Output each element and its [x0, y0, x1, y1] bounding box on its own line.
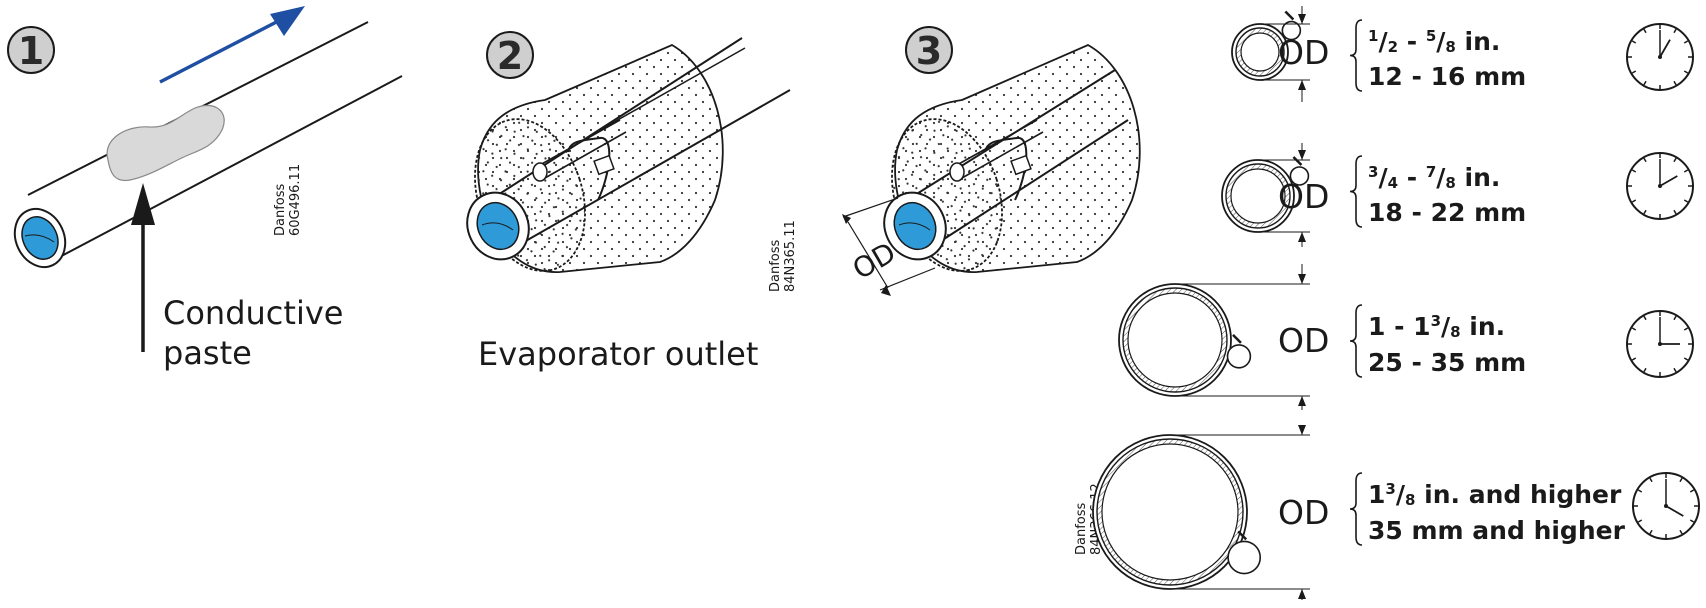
svg-text:Danfoss: Danfoss: [273, 183, 288, 236]
size-mm-label: 35 mm and higher: [1368, 516, 1626, 545]
flow-direction-arrow-icon: [159, 6, 305, 84]
clamp-section-icon: [1118, 283, 1252, 397]
od-dimension-marker: [842, 197, 936, 296]
od-label: OD: [1278, 321, 1329, 360]
step-3-badge: 3: [905, 26, 953, 74]
brace-icon: [1349, 304, 1363, 378]
step-2-badge: 2: [486, 31, 534, 79]
step-2-number: 2: [497, 34, 523, 78]
brace-icon: [1349, 19, 1363, 92]
od-label: OD: [1278, 177, 1329, 216]
clock-icon: [1626, 23, 1694, 91]
size-row-1: OD 1/2 - 5/8 in. 12 - 16 mm: [1231, 6, 1694, 102]
size-row-4: OD 13/8 in. and higher 35 mm and higher: [1092, 425, 1700, 600]
clock-icon: [1626, 310, 1694, 378]
conductive-paste-blob: [106, 104, 225, 182]
step-1-number: 1: [18, 29, 44, 73]
brace-icon: [1349, 472, 1363, 546]
brace-icon: [1349, 155, 1363, 228]
step-1-drawing-code: Danfoss 60G496.11: [273, 164, 303, 236]
od-dimension-line: [1170, 425, 1310, 600]
size-mm-label: 25 - 35 mm: [1368, 348, 1526, 377]
od-dimension-line: [1260, 6, 1310, 102]
paste-pointer-arrow-icon: [131, 183, 155, 352]
step-1-caption-line2: paste: [163, 334, 252, 372]
od-label: OD: [1278, 33, 1329, 72]
step-1-caption-line1: Conductive: [163, 294, 343, 332]
size-inch-label: 3/4 - 7/8 in.: [1368, 163, 1500, 192]
size-mm-label: 12 - 16 mm: [1368, 62, 1526, 91]
step-2: 2 Evaporator outlet Danfoss 84N365.: [466, 31, 798, 373]
clock-icon: [1632, 472, 1700, 540]
step-3: 3 OD Danfoss 84N366.12: [842, 6, 1700, 600]
svg-text:60G496.11: 60G496.11: [288, 164, 303, 236]
clamp-section-icon: [1092, 434, 1262, 590]
od-dimension-line: [1258, 143, 1310, 247]
insulated-pipe-icon: [466, 37, 791, 273]
step-2-drawing-code: Danfoss 84N365.11: [768, 220, 798, 292]
step-1: 1 Conductive paste Danfoss 60G496.11: [7, 6, 403, 372]
size-inch-label: 1/2 - 5/8 in.: [1368, 27, 1500, 56]
size-mm-label: 18 - 22 mm: [1368, 198, 1526, 227]
pipe-size-table: OD 1/2 - 5/8 in. 12 - 16 mm OD 3/4 - 7/8 in.…: [1092, 6, 1700, 600]
size-row-3: OD 1 - 13/8 in. 25 - 35 mm: [1118, 264, 1694, 410]
clock-icon: [1626, 152, 1694, 220]
od-dimension-line: [1175, 264, 1310, 410]
size-row-2: OD 3/4 - 7/8 in. 18 - 22 mm: [1221, 143, 1694, 247]
svg-text:Danfoss: Danfoss: [768, 239, 783, 292]
step-3-number: 3: [916, 29, 942, 73]
step-2-caption: Evaporator outlet: [478, 335, 758, 373]
clamp-section-icon: [1221, 156, 1310, 233]
od-label: OD: [1278, 493, 1329, 532]
size-inch-label: 13/8 in. and higher: [1368, 480, 1622, 509]
svg-text:84N365.11: 84N365.11: [783, 220, 798, 292]
step-1-badge: 1: [7, 26, 55, 74]
size-inch-label: 1 - 13/8 in.: [1368, 312, 1505, 341]
svg-text:Danfoss: Danfoss: [1074, 502, 1089, 555]
insulated-pipe-icon: [883, 43, 1141, 273]
